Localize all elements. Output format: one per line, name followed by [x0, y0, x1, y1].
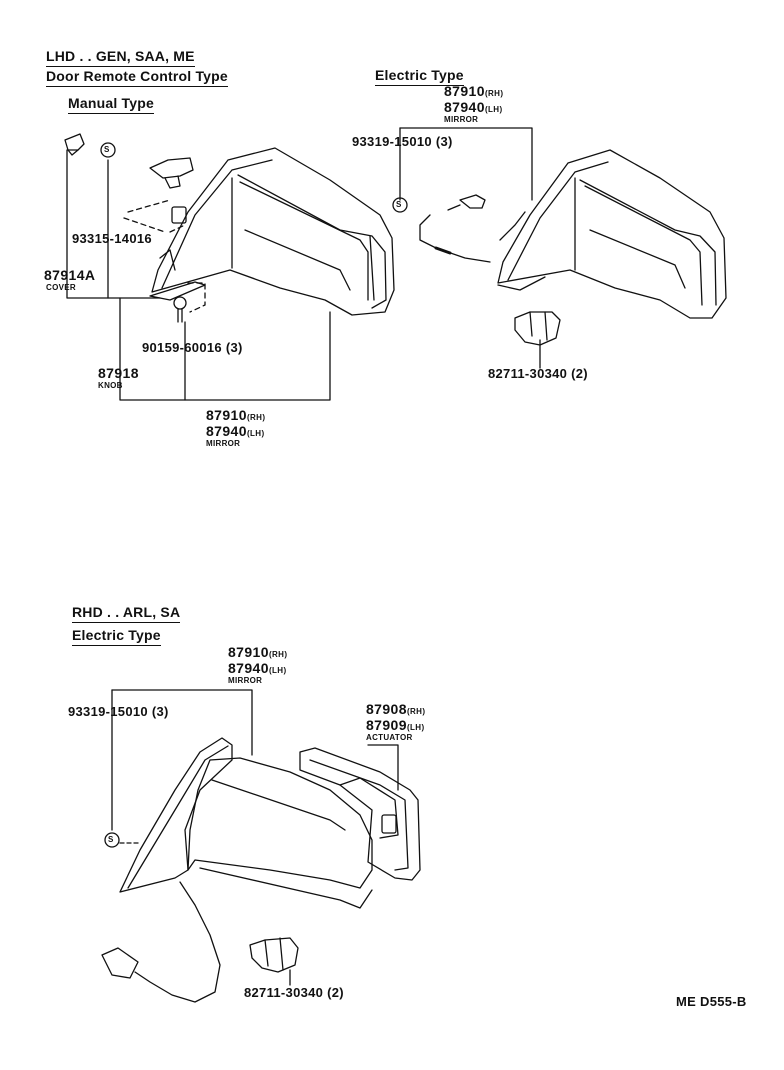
part-number-82711-top: 82711-30340 (2) [488, 366, 588, 381]
part-name-actuator: ACTUATOR [366, 733, 413, 742]
electric-mirror-bottom-drawing [101, 689, 421, 1003]
electric-mirror-top-drawing [399, 127, 727, 369]
part-number-87918: 87918 [98, 365, 139, 381]
part-name-mirror-manual: MIRROR [206, 439, 241, 448]
screw-marker-icon [104, 832, 120, 848]
header-rhd: RHD . . ARL, SA [72, 605, 181, 623]
screw-marker-letter: S [108, 835, 114, 844]
part-number-87940-electric: 87940(LH) [444, 99, 503, 115]
part-name-cover: COVER [46, 283, 76, 292]
part-number-87910-manual: 87910(RH) [206, 407, 266, 423]
screw-marker-icon [392, 197, 408, 213]
part-number-90159: 90159-60016 (3) [142, 340, 243, 355]
header-electric-type-top: Electric Type [375, 68, 464, 86]
header-door-remote: Door Remote Control Type [46, 69, 228, 87]
part-number-87910-rhd: 87910(RH) [228, 644, 288, 660]
header-electric-type-bottom: Electric Type [72, 628, 161, 646]
part-name-knob: KNOB [98, 381, 123, 390]
diagram-code: ME D555-B [676, 994, 747, 1009]
part-number-87940-manual: 87940(LH) [206, 423, 265, 439]
part-number-87908: 87908(RH) [366, 701, 426, 717]
part-number-93319-top: 93319-15010 (3) [352, 134, 453, 149]
part-name-mirror-rhd: MIRROR [228, 676, 263, 685]
part-number-87914a: 87914A [44, 267, 96, 283]
part-number-93319-bottom: 93319-15010 (3) [68, 704, 169, 719]
screw-marker-letter: S [396, 200, 402, 209]
part-number-87909: 87909(LH) [366, 717, 425, 733]
part-name-mirror-electric: MIRROR [444, 115, 479, 124]
part-number-82711-bottom: 82711-30340 (2) [244, 985, 344, 1000]
screw-marker-icon [100, 142, 116, 158]
part-number-87940-rhd: 87940(LH) [228, 660, 287, 676]
part-number-87910-electric: 87910(RH) [444, 83, 504, 99]
screw-marker-letter: S [104, 145, 110, 154]
header-manual-type: Manual Type [68, 96, 154, 114]
header-lhd: LHD . . GEN, SAA, ME [46, 49, 195, 67]
part-number-93315: 93315-14016 [72, 231, 152, 246]
manual-mirror-drawing [64, 133, 395, 401]
